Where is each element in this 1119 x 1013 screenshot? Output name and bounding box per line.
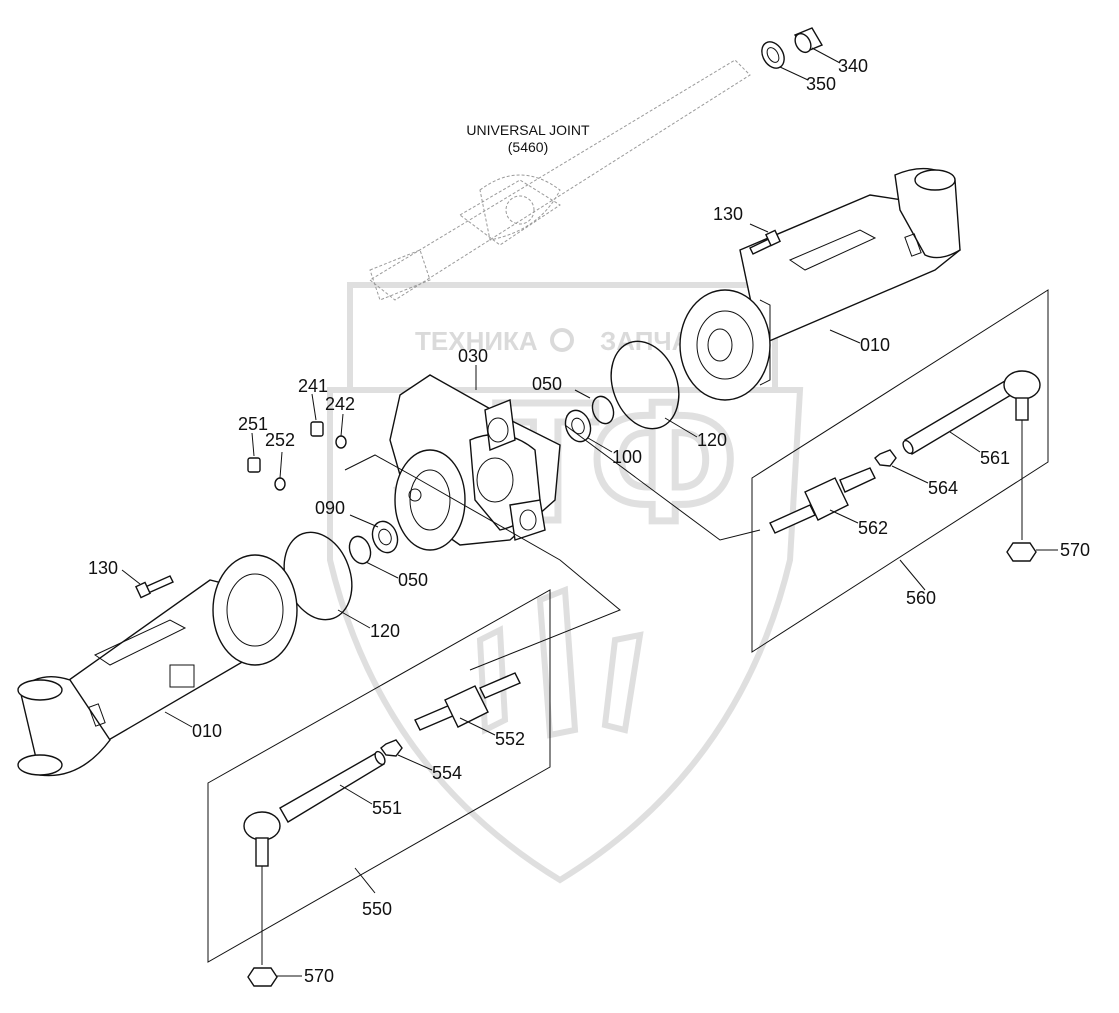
part-340-bushing	[793, 27, 824, 54]
label-130-bottom: 130	[88, 558, 118, 578]
part-130-lower-bolt	[135, 575, 174, 599]
label-030: 030	[458, 346, 488, 366]
part-251-plug	[247, 457, 261, 473]
part-120-upper-o-ring	[610, 340, 680, 430]
universal-joint-title: UNIVERSAL JOINT	[466, 122, 590, 138]
part-350-seal	[761, 41, 785, 69]
label-050-top: 050	[532, 374, 562, 394]
part-552-adjuster	[414, 672, 521, 731]
universal-joint-ghost	[369, 59, 751, 301]
watermark-wheat-right	[601, 631, 644, 734]
label-552: 552	[495, 729, 525, 749]
part-561-tie-rod	[902, 370, 1041, 455]
watermark-wheat-left	[476, 625, 509, 735]
part-010-lower-axle-housing	[17, 554, 298, 777]
watermark-wheat-center	[536, 585, 579, 739]
label-100: 100	[612, 447, 642, 467]
label-130-top: 130	[713, 204, 743, 224]
label-350: 350	[806, 74, 836, 94]
label-010-bottom: 010	[192, 721, 222, 741]
part-570-right-nut	[1006, 542, 1037, 562]
part-100-bearing	[564, 409, 592, 443]
label-010-top: 010	[860, 335, 890, 355]
part-010-upper-axle-housing	[679, 167, 961, 401]
watermark-left-text: ТЕХНИКА	[415, 326, 538, 356]
label-252: 252	[265, 430, 295, 450]
label-550: 550	[362, 899, 392, 919]
label-242: 242	[325, 394, 355, 414]
label-120-top: 120	[697, 430, 727, 450]
label-090: 090	[315, 498, 345, 518]
label-561: 561	[980, 448, 1010, 468]
group-550-frame	[207, 589, 551, 963]
label-120-bottom: 120	[370, 621, 400, 641]
label-560: 560	[906, 588, 936, 608]
group-560-frame	[751, 289, 1049, 653]
part-554-nut	[380, 739, 403, 757]
label-554: 554	[432, 763, 462, 783]
part-252-ring	[274, 477, 286, 491]
label-570-bottom: 570	[304, 966, 334, 986]
label-340: 340	[838, 56, 868, 76]
label-050-bottom: 050	[398, 570, 428, 590]
part-050-upper-ring	[591, 395, 615, 425]
label-241: 241	[298, 376, 328, 396]
label-551: 551	[372, 798, 402, 818]
part-050-lower-ring	[348, 535, 372, 565]
part-562-adjuster	[769, 467, 876, 534]
leader-560-group	[564, 424, 761, 541]
part-242-ring	[335, 435, 347, 449]
watermark-shield	[327, 387, 804, 884]
leader-550-group	[344, 454, 621, 671]
part-090-bearing	[371, 520, 399, 554]
part-570-bottom-nut	[247, 967, 278, 987]
part-564-nut	[874, 449, 897, 467]
label-570-right: 570	[1060, 540, 1090, 560]
universal-joint-ref: (5460)	[508, 139, 548, 155]
label-564: 564	[928, 478, 958, 498]
part-551-tie-rod	[243, 750, 386, 867]
label-251: 251	[238, 414, 268, 434]
part-030-carrier	[389, 374, 561, 551]
label-562: 562	[858, 518, 888, 538]
part-241-plug	[310, 421, 324, 437]
watermark-gear-icon	[550, 328, 574, 352]
part-130-upper-bolt	[749, 229, 781, 255]
